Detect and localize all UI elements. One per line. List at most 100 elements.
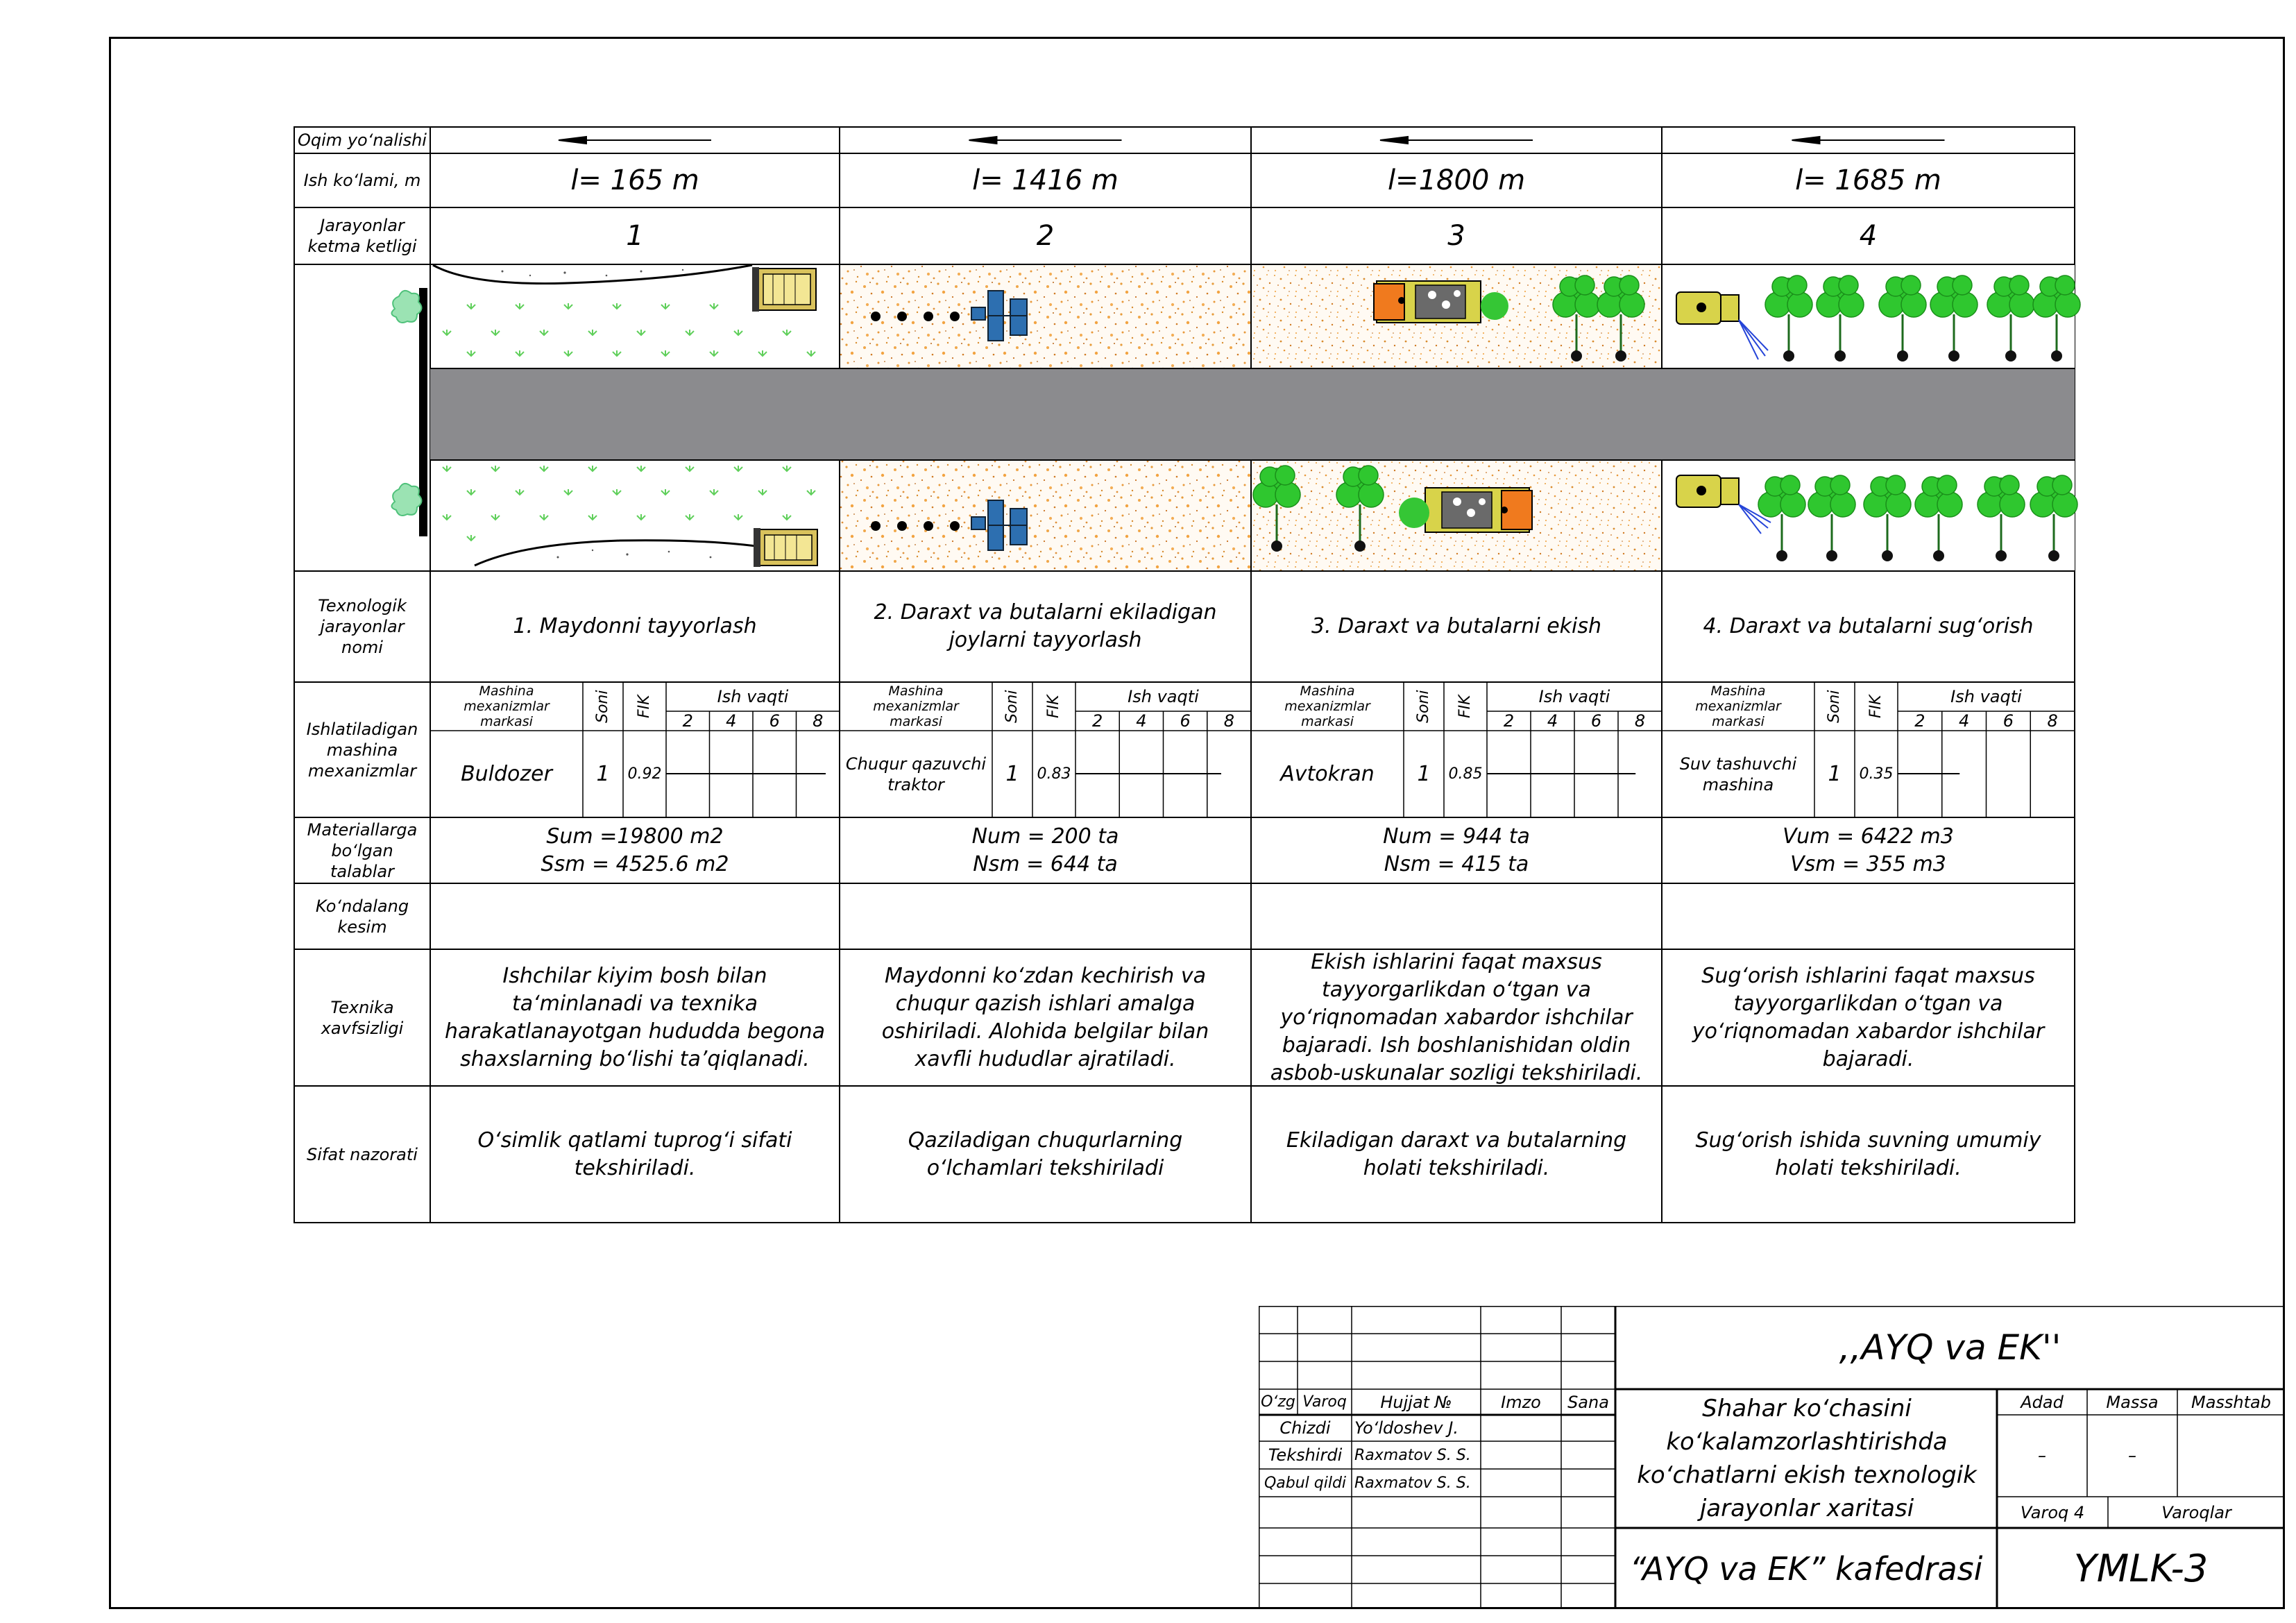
safety-text: Maydonni ko‘zdan kechirish va chuqur qaz…	[881, 963, 1209, 1071]
grass-mark	[758, 350, 767, 357]
label-cross-section: Ko‘ndalang kesim	[315, 896, 409, 937]
grass-mark	[563, 303, 573, 310]
grass-mark	[539, 466, 549, 473]
header-hour: 8	[1223, 711, 1235, 731]
document-title: Shahar ko‘chasini ko‘kalamzorlashtirishd…	[1637, 1395, 1977, 1522]
quality-text: Ekiladigan daraxt va butalarning holati …	[1286, 1128, 1627, 1180]
header-fik: FIK	[636, 695, 653, 718]
quality-text: Qaziladigan chuqurlarning o‘lchamlari te…	[908, 1128, 1183, 1180]
tree-icon	[1977, 475, 2025, 561]
process-name: 1. Maydonni tayyorlash	[513, 614, 757, 638]
hdr-varoq: Varoq	[1302, 1393, 1347, 1411]
sheets-total: Varoqlar	[2161, 1502, 2231, 1522]
machine-brand: Avtokran	[1280, 761, 1375, 786]
tree-icon	[2030, 475, 2078, 561]
header-fik: FIK	[1456, 695, 1474, 718]
drawing-frame	[109, 37, 2285, 1609]
grass-mark	[733, 466, 743, 473]
grass-mark	[806, 350, 816, 357]
material-requirement-1: Num = 944 ta	[1383, 824, 1530, 849]
header-hour: 6	[1590, 711, 1602, 731]
quality-text: O‘simlik qatlami tuprog‘i sifati tekshir…	[477, 1128, 792, 1180]
sheet-number: Varoq 4	[2020, 1502, 2085, 1522]
grass-mark	[685, 466, 695, 473]
grass-mark	[782, 514, 792, 521]
header-count: Soni	[594, 690, 611, 723]
machine-count: 1	[1005, 761, 1019, 786]
machine-fik: 0.83	[1037, 765, 1071, 783]
tree-icon	[1252, 465, 1301, 552]
grass-mark	[709, 350, 719, 357]
grass-mark	[491, 330, 500, 337]
scheme-area	[391, 264, 2081, 570]
material-requirement-2: Nsm = 415 ta	[1384, 852, 1529, 876]
crane-truck-icon	[1399, 487, 1533, 533]
machine-fik: 0.85	[1448, 765, 1483, 783]
grass-mark	[733, 330, 743, 337]
header-count: Soni	[1826, 690, 1843, 723]
name-tekshirdi: Raxmatov S. S.	[1354, 1446, 1471, 1464]
header-count: Soni	[1415, 690, 1432, 723]
hdr-hujjat: Hujjat №	[1380, 1392, 1452, 1412]
grass-mark	[612, 303, 622, 310]
grass-mark	[442, 466, 452, 473]
header-work-time: Ish vaqti	[1538, 687, 1610, 706]
material-requirement-2: Ssm = 4525.6 m2	[541, 852, 729, 876]
header-hour: 4	[726, 711, 737, 731]
grass-mark	[782, 330, 792, 337]
flow-arrow	[969, 135, 1122, 145]
role-chizdi: Chizdi	[1279, 1418, 1331, 1438]
header-hour: 6	[1180, 711, 1191, 731]
hdr-ozg: O‘zg	[1261, 1393, 1295, 1411]
header-work-time: Ish vaqti	[1128, 687, 1199, 706]
grass-mark	[806, 489, 816, 496]
tree-icon	[1863, 475, 1912, 561]
machine-brand: Suv tashuvchi mashina	[1679, 754, 1797, 794]
grass-mark	[733, 514, 743, 521]
machine-brand: Chuqur qazuvchi traktor	[845, 754, 987, 794]
grass-mark	[612, 350, 622, 357]
grass-mark	[636, 466, 646, 473]
tree-icon	[1597, 275, 1645, 362]
machine-brand: Buldozer	[461, 761, 552, 786]
grass-mark	[661, 489, 670, 496]
material-requirement-1: Vum = 6422 m3	[1783, 824, 1954, 849]
header-work-time: Ish vaqti	[1950, 687, 2022, 706]
header-hour: 4	[1547, 711, 1558, 731]
grass-mark	[563, 350, 573, 357]
name-chizdi: Yo‘ldoshev J.	[1354, 1418, 1459, 1438]
header-hour: 2	[1914, 711, 1925, 731]
grass-mark	[588, 330, 597, 337]
safety-text: Ekish ishlarini faqat maxsus tayyorgarli…	[1270, 949, 1643, 1085]
material-requirement-1: Sum =19800 m2	[546, 824, 724, 849]
tree-icon	[1878, 275, 1927, 362]
process-name: 2. Daraxt va butalarni ekiladigan joylar…	[874, 600, 1217, 652]
tree-icon	[2032, 275, 2081, 362]
flow-arrow	[1379, 135, 1533, 145]
document-code: YMLK-3	[2073, 1547, 2209, 1590]
sequence-number: 2	[1036, 220, 1055, 252]
grass-mark	[466, 303, 476, 310]
quality-text: Sug‘orish ishida suvning umumiy holati t…	[1695, 1128, 2041, 1180]
grass-mark	[515, 303, 525, 310]
adad-value: –	[2038, 1446, 2046, 1465]
grass-mark	[442, 514, 452, 521]
machine-count: 1	[1828, 761, 1842, 786]
header-machine-brand: Mashina mexanizmlar markasi	[1284, 683, 1370, 729]
header-hour: 8	[2047, 711, 2058, 731]
work-volume-value: l= 165 m	[570, 164, 699, 196]
grass-mark	[758, 489, 767, 496]
header-machine-brand: Mashina mexanizmlar markasi	[873, 683, 959, 729]
label-safety: Texnika xavfsizligi	[321, 997, 404, 1038]
grass-mark	[539, 514, 549, 521]
tree-icon	[1930, 275, 1978, 362]
header-hour: 6	[2002, 711, 2014, 731]
table-grid	[294, 126, 2081, 1223]
water-truck-icon	[1676, 475, 1771, 534]
header-machine-brand: Mashina mexanizmlar markasi	[464, 683, 550, 729]
material-requirement-1: Num = 200 ta	[971, 824, 1119, 849]
tree-icon	[1816, 275, 1864, 362]
grass-mark	[782, 466, 792, 473]
department-name: “AYQ va EK” kafedrasi	[1615, 1528, 1997, 1609]
label-tech-name: Texnologik jarayonlar nomi	[318, 596, 407, 657]
